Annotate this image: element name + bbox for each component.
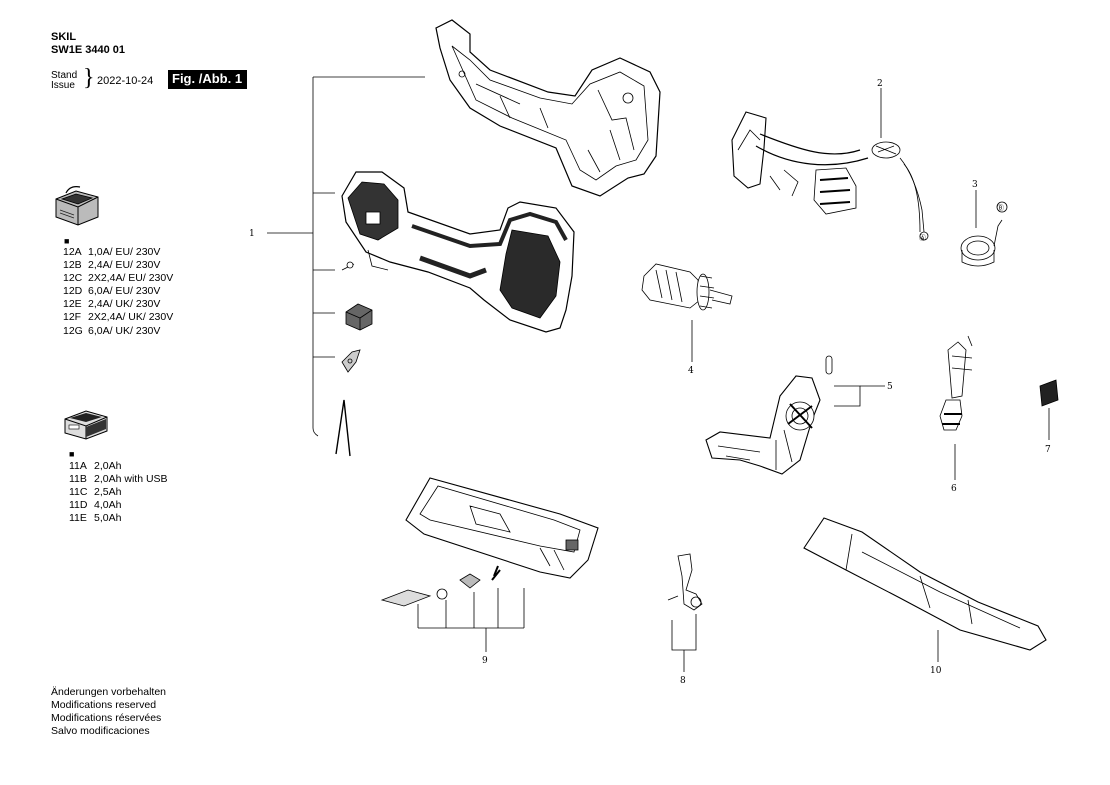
footer-line-fr: Modifications réservées — [51, 712, 162, 724]
housing-half-bottom — [341, 171, 575, 333]
footer-notice: Änderungen vorbehalten Modifications res… — [51, 686, 166, 738]
electronics-module — [731, 88, 929, 241]
stand-label: Stand — [51, 70, 78, 81]
issue-date: 2022-10-24 — [97, 75, 154, 87]
callout-1: 1 — [249, 229, 255, 239]
brace-symbol: } — [83, 65, 95, 91]
wire-marker-a: Ⓐ — [919, 234, 926, 242]
base-plate — [380, 477, 599, 652]
gear-housing — [705, 355, 885, 475]
screw — [341, 261, 355, 271]
callout-10: 10 — [930, 666, 942, 676]
stand-issue-label: Stand Issue — [51, 71, 77, 91]
callout-3: 3 — [972, 180, 978, 190]
blade-clamp — [667, 553, 703, 672]
fan-ring — [960, 190, 1008, 267]
plunger-rod — [939, 335, 973, 480]
figure-label: Fig. /Abb. 1 — [168, 70, 248, 89]
lever — [341, 349, 361, 373]
charger-bullet: ■ — [64, 236, 70, 246]
charger-illustration — [55, 186, 99, 226]
felt-pad — [1039, 379, 1059, 440]
callout-4: 4 — [688, 366, 694, 376]
part-1-leader — [267, 76, 425, 437]
issue-label: Issue — [51, 80, 75, 91]
wire-marker-b: Ⓑ — [997, 204, 1004, 212]
battery-illustration — [64, 410, 108, 440]
switch-block — [345, 303, 373, 331]
housing-half-top — [435, 19, 661, 197]
footer-line-en: Modifications reserved — [51, 699, 157, 711]
motor-armature — [641, 263, 733, 362]
document-header: SKIL SW1E 3440 01 — [51, 31, 125, 57]
model-number: SW1E 3440 01 — [51, 44, 125, 56]
brand-name: SKIL — [51, 31, 77, 43]
callout-7: 7 — [1045, 445, 1051, 455]
wire-clip — [335, 399, 351, 457]
callout-5: 5 — [887, 382, 893, 392]
callout-6: 6 — [951, 484, 957, 494]
dust-extraction-tube — [803, 517, 1047, 662]
callout-9: 9 — [482, 656, 488, 666]
footer-line-de: Änderungen vorbehalten — [51, 686, 167, 698]
battery-bullet: ■ — [69, 449, 75, 459]
footer-line-es: Salvo modificaciones — [51, 725, 150, 737]
callout-8: 8 — [680, 676, 686, 686]
callout-2: 2 — [877, 79, 883, 89]
